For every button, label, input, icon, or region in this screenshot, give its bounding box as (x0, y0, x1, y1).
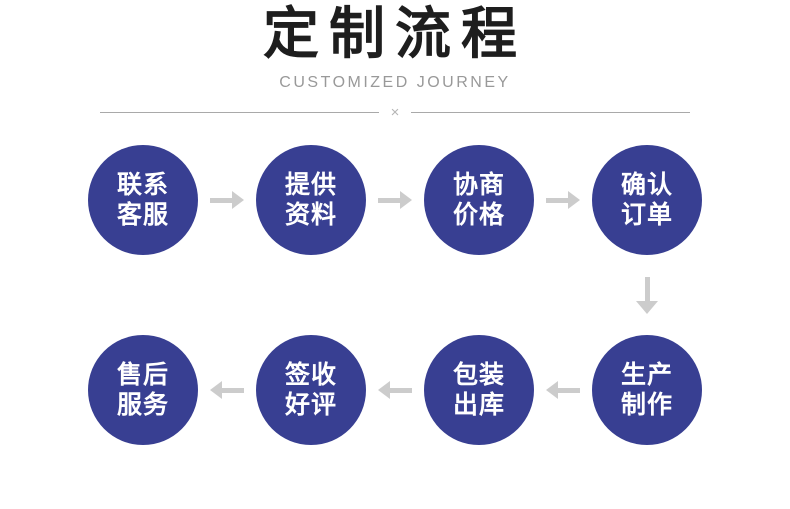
step-label-line: 包装 (452, 360, 505, 389)
arrow-down-icon (636, 277, 658, 314)
step-label-line: 好评 (284, 391, 337, 419)
arrow-left-icon (546, 381, 580, 399)
step-label-line: 价格 (452, 201, 505, 229)
step-circle-production: 生产 制作 (592, 335, 702, 445)
arrow-right-icon (546, 191, 580, 209)
arrow-left-icon (378, 381, 412, 399)
step-label-line: 客服 (116, 201, 169, 229)
step-circle-provide-materials: 提供 资料 (256, 145, 366, 255)
step-circle-sign-and-review: 签收 好评 (256, 335, 366, 445)
step-label-line: 联系 (116, 170, 169, 199)
step-circle-confirm-order: 确认 订单 (592, 145, 702, 255)
step-label-line: 资料 (284, 201, 337, 229)
step-label-line: 提供 (284, 170, 337, 199)
step-label-line: 服务 (116, 391, 169, 419)
arrow-right-icon (378, 191, 412, 209)
step-circle-negotiate-price: 协商 价格 (424, 145, 534, 255)
divider-line-left (100, 112, 379, 113)
arrow-left-icon (210, 381, 244, 399)
page-title: 定制流程 (263, 2, 527, 65)
step-label-line: 生产 (620, 360, 673, 389)
step-label-line: 制作 (620, 391, 673, 419)
step-circle-contact-support: 联系 客服 (88, 145, 198, 255)
step-label-line: 售后 (116, 360, 169, 389)
page-subtitle: CUSTOMIZED JOURNEY (279, 74, 511, 91)
step-label-line: 确认 (620, 170, 673, 199)
step-circle-after-sales-service: 售后 服务 (88, 335, 198, 445)
step-circle-pack-and-ship: 包装 出库 (424, 335, 534, 445)
step-label-line: 协商 (452, 170, 505, 199)
step-label-line: 出库 (452, 391, 505, 419)
divider-line-right (411, 112, 691, 113)
x-divider-icon: × (390, 104, 400, 121)
divider: × (100, 104, 691, 121)
step-label-line: 订单 (620, 201, 673, 229)
arrow-right-icon (210, 191, 244, 209)
step-label-line: 签收 (284, 360, 337, 389)
